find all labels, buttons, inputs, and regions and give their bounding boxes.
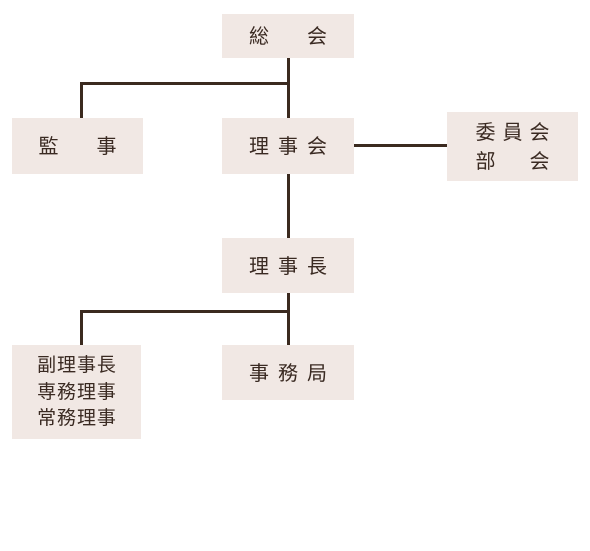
- board-box: 理事会: [222, 118, 354, 174]
- chairman-box: 理事長: [222, 238, 354, 293]
- connector-soukai-rijikai: [287, 58, 290, 118]
- connector-to-executives: [80, 310, 83, 345]
- general-meeting-label: 総 会: [249, 24, 336, 48]
- connector-rijikai-iinkai: [354, 144, 447, 147]
- committees-label: 委員会 部 会: [475, 119, 557, 173]
- secretariat-label: 事務局: [249, 360, 336, 385]
- chairman-label: 理事長: [249, 253, 336, 278]
- secretariat-box: 事務局: [222, 345, 354, 400]
- connector-to-kanji: [80, 82, 83, 118]
- auditor-box: 監 事: [12, 118, 143, 174]
- committees-box: 委員会 部 会: [447, 112, 578, 181]
- board-label: 理事会: [249, 134, 336, 158]
- general-meeting-box: 総 会: [222, 14, 354, 58]
- connector-horizontal-bottom: [80, 310, 289, 313]
- connector-rijicho-jimukyoku: [287, 293, 290, 345]
- auditor-label: 監 事: [38, 134, 126, 158]
- executives-label: 副理事長 専務理事 常務理事: [37, 354, 117, 430]
- connector-horizontal-top: [80, 82, 289, 85]
- connector-rijikai-rijicho: [287, 174, 290, 238]
- executives-box: 副理事長 専務理事 常務理事: [12, 345, 141, 439]
